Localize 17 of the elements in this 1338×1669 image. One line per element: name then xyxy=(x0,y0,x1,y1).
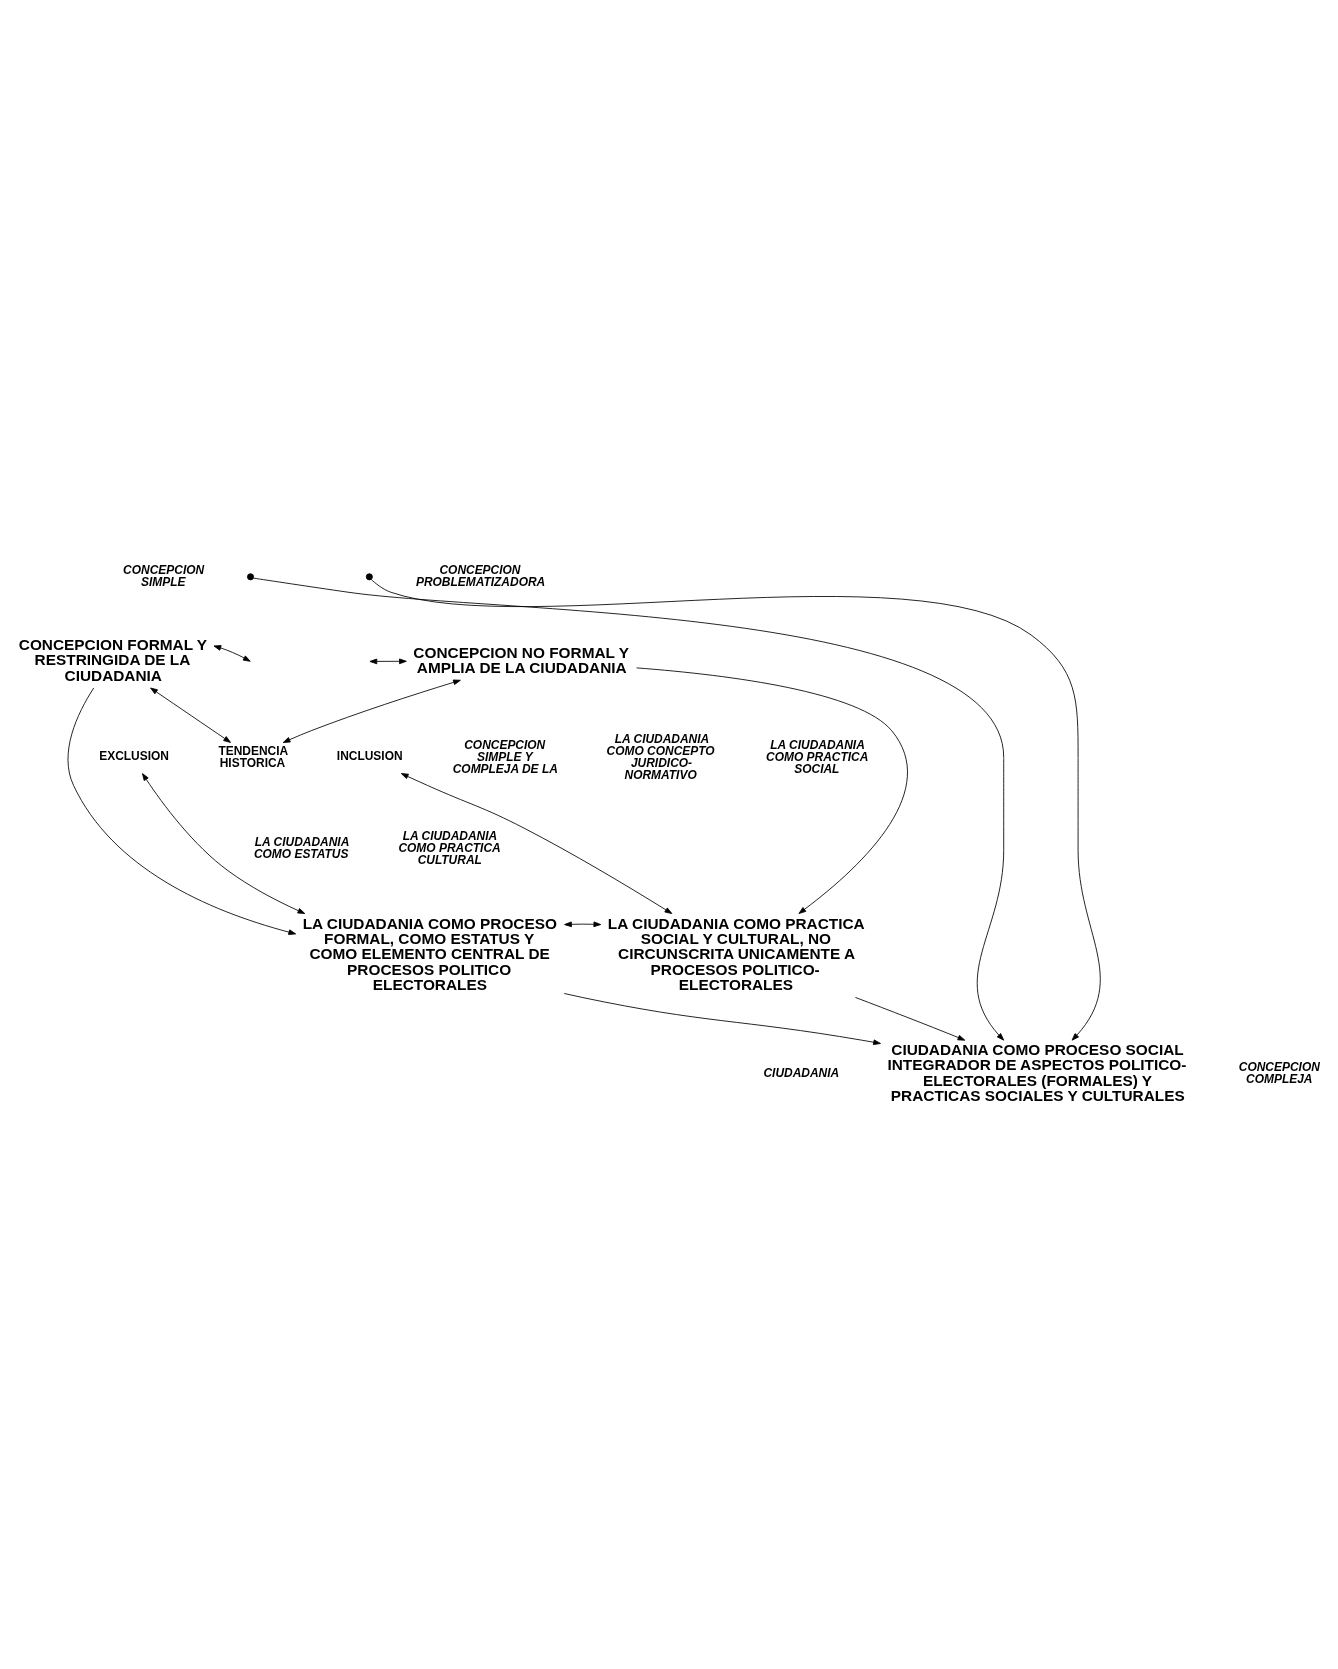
label: CONCEPCION SIMPLE Y COMPLEJA DE LA xyxy=(452,737,558,776)
node-text: EXCLUSION xyxy=(99,748,169,763)
node-text: INCLUSION xyxy=(336,748,403,763)
label: LA CIUDADANIA COMO PRACTICA SOCIAL xyxy=(766,737,869,776)
node-text: CONCEPCION FORMAL Y RESTRINGIDA DE LA CIUDADANIA xyxy=(18,635,208,684)
node-text: TENDENCIA HISTORICA xyxy=(218,743,289,770)
label: CIUDADANIA xyxy=(763,1065,840,1080)
node-text: LA CIUDADANIA COMO PRACTICA SOCIAL Y CULTURAL, NO CIRCUNSCRITA UNICAMENTE A PROCESOS POLITICO-ELECTORALES xyxy=(607,914,865,993)
label: LA CIUDADANIA COMO PRACTICA CULTURAL xyxy=(398,828,501,867)
node-text: LA CIUDADANIA COMO PROCESO FORMAL, COMO ESTATUS Y COMO ELEMENTO CENTRAL DE PROCESOS POLITICO ELECTORALES xyxy=(302,914,557,993)
label: LA CIUDADANIA COMO CONCEPTO JURIDICO-NORMATIVO xyxy=(606,731,715,782)
node-text: CONCEPCION NO FORMAL Y AMPLIA DE LA CIUDADANIA xyxy=(413,643,629,676)
label: CONCEPCION PROBLEMATIZADORA xyxy=(415,562,546,589)
node-text: CIUDADANIA COMO PROCESO SOCIAL INTEGRADOR DE ASPECTOS POLITICO-ELECTORALES (FORMALES) Y PRACTICAS SOCIALES Y CULTURALES xyxy=(887,1040,1187,1104)
label: CONCEPCION SIMPLE xyxy=(123,562,205,589)
label: CONCEPCION COMPLEJA xyxy=(1238,1059,1320,1086)
label: LA CIUDADANIA COMO ESTATUS xyxy=(253,834,350,861)
